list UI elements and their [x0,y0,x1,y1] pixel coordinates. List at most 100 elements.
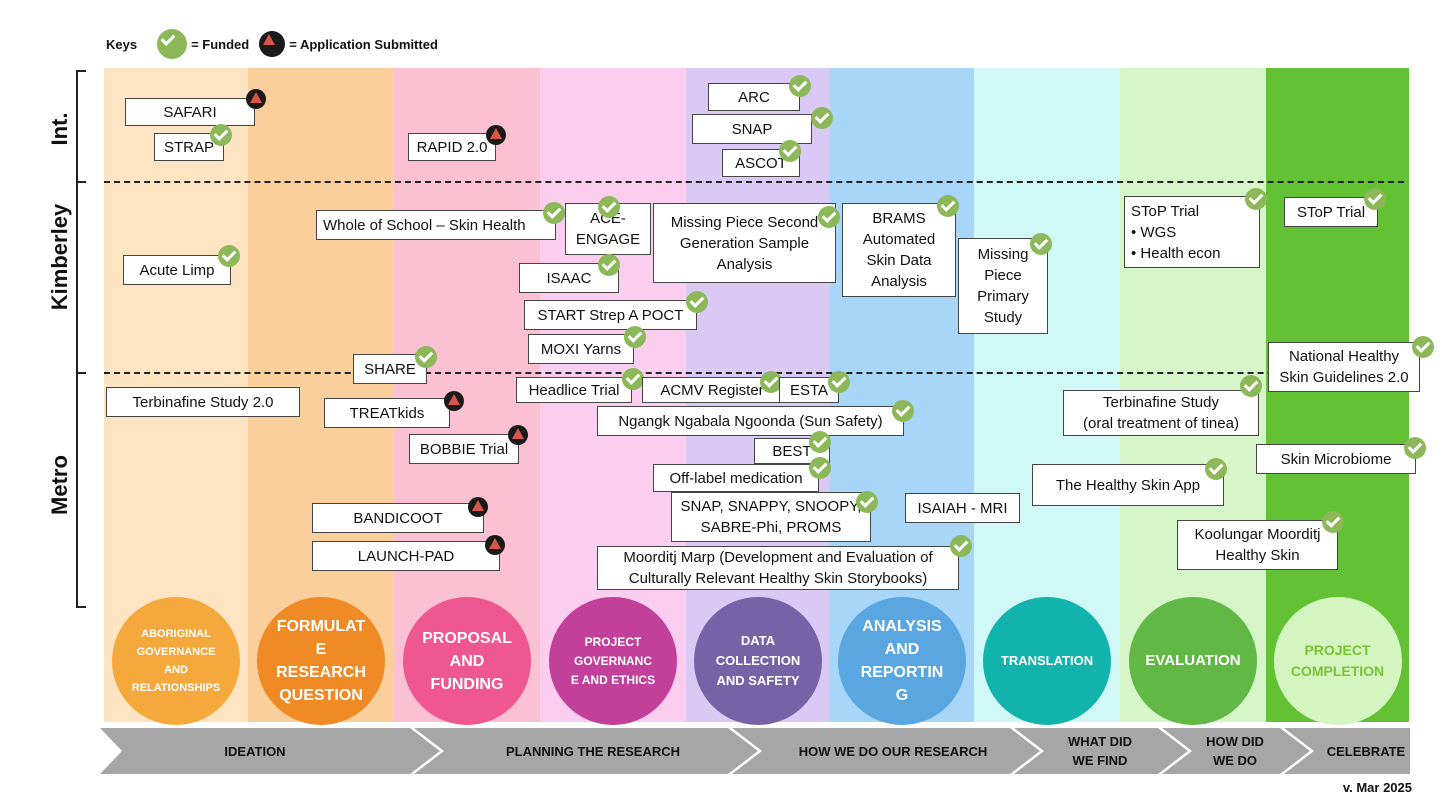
funded-check-icon [892,400,914,422]
funded-check-icon [760,371,782,393]
funded-check-icon [598,196,620,218]
project-box-terbinafine-study-2-0: Terbinafine Study 2.0 [106,387,300,417]
project-box-off-label-medication: Off-label medication [653,464,819,492]
version-label: v. Mar 2025 [1342,780,1412,795]
legend-title: Keys [106,36,138,52]
submitted-triangle-icon [486,125,506,145]
project-box-share: SHARE [353,354,427,384]
bracket-tick [76,372,86,374]
funded-check-icon [809,431,831,453]
phase-circle-translation: TRANSLATION [983,597,1111,725]
stage-arrow-ideation [100,728,440,774]
funded-check-icon [856,491,878,513]
funded-check-icon [1030,233,1052,255]
submitted-triangle-icon [468,497,488,517]
stage-arrow-how-did-we-do [1162,728,1310,774]
row-label-kimberley: Kimberley [47,203,72,311]
stage-how-did-we-do: HOW DID WE DO [1206,734,1264,768]
project-box-national-healthy-skin-guidelines-2-0: National Healthy Skin Guidelines 2.0 [1268,342,1420,392]
project-box-skin-microbiome: Skin Microbiome [1256,444,1416,474]
project-box-moorditj-marp-development-and-evaluation-of-culturally-relevant-healthy-skin-storybooks: Moorditj Marp (Development and Evaluatio… [597,546,959,590]
bracket-tick [76,70,86,72]
funded-check-icon [1412,336,1434,358]
project-box-headlice-trial: Headlice Trial [516,377,632,403]
submitted-triangle-icon [508,425,528,445]
stage-ideation: IDEATION [224,743,286,759]
project-box-bandicoot: BANDICOOT [312,503,484,533]
bracket-tick [76,606,86,608]
project-box-the-healthy-skin-app: The Healthy Skin App [1032,464,1224,506]
submitted-triangle-icon [259,31,286,57]
project-box-bobbie-trial: BOBBIE Trial [409,434,519,464]
project-box-treatkids: TREATkids [324,398,450,428]
legend-submitted-label: = Application Submitted [289,36,438,52]
project-box-ascot: ASCOT [722,149,800,177]
stage-arrow-how-we-do [732,728,1040,774]
project-box-whole-of-school-skin-health: Whole of School – Skin Health [316,210,556,240]
row-label-metro: Metro [47,455,72,515]
project-box-isaiah-mri: ISAIAH - MRI [905,493,1020,523]
project-box-isaac: ISAAC [519,263,619,293]
phase-circle-data-collection-and-safety: DATA COLLECTION AND SAFETY [694,597,822,725]
phase-circle-formulat-e-research-question: FORMULAT E RESEARCH QUESTION [257,597,385,725]
project-box-snap-snappy-snoopy-sabre-phi-proms: SNAP, SNAPPY, SNOOPY, SABRE-Phi, PROMS [671,492,871,542]
funded-check-icon [779,140,801,162]
project-box-strap: STRAP [154,133,224,161]
project-box-stop-trial-wgs-health-econ: SToP Trial • WGS • Health econ [1124,196,1260,268]
project-box-acute-limp: Acute Limp [123,255,231,285]
stage-arrow-what-did-we-find [1014,728,1188,774]
row-divider-kimberley-metro [104,372,1404,374]
submitted-triangle-icon [485,535,505,555]
project-box-terbinafine-study-oral-treatment-of-tinea: Terbinafine Study (oral treatment of tin… [1063,390,1259,436]
bracket-tick [76,181,86,183]
funded-check-icon [1404,437,1426,459]
funded-check-icon [789,75,811,97]
funded-check-icon [622,368,644,390]
row-divider-int-kimberley [104,181,1404,183]
funded-check-icon [809,457,831,479]
funded-check-icon [157,29,188,59]
funded-check-icon [1245,188,1267,210]
funded-check-icon [624,326,646,348]
stage-what-did-we-find: WHAT DID WE FIND [1067,734,1133,768]
project-box-ngangk-ngabala-ngoonda-sun-safety: Ngangk Ngabala Ngoonda (Sun Safety) [597,406,904,436]
phase-circle-aboriginal-governance-and-relationships: ABORIGINAL GOVERNANCE AND RELATIONSHIPS [112,597,240,725]
funded-check-icon [811,107,833,129]
funded-check-icon [1240,375,1262,397]
funded-check-icon [828,371,850,393]
stage-arrow-bar [100,728,1410,774]
funded-check-icon [210,124,232,146]
funded-check-icon [950,535,972,557]
stage-how-we-do: HOW WE DO OUR RESEARCH [798,743,988,759]
funded-check-icon [686,291,708,313]
stage-arrow-celebrate [1284,728,1410,774]
funded-check-icon [543,202,565,224]
project-box-moxi-yarns: MOXI Yarns [528,334,634,364]
project-box-rapid-2-0: RAPID 2.0 [408,133,496,161]
row-label-int: Int. [47,112,72,146]
project-box-stop-trial: SToP Trial [1284,197,1378,227]
project-box-snap: SNAP [692,114,812,144]
project-box-arc: ARC [708,83,800,111]
phase-circle-proposal-and-funding: PROPOSAL AND FUNDING [403,597,531,725]
project-box-start-strep-a-poct: START Strep A POCT [524,300,697,330]
legend-funded-label: = Funded [191,36,250,52]
row-bracket [76,70,78,608]
stage-planning: PLANNING THE RESEARCH [505,743,681,759]
funded-check-icon [818,206,840,228]
funded-check-icon [937,195,959,217]
funded-check-icon [1364,188,1386,210]
project-box-acmv-register: ACMV Register [642,377,782,403]
project-box-missing-piece-primary-study: Missing Piece Primary Study [958,238,1048,334]
project-box-missing-piece-second-generation-sample-analysis: Missing Piece Second Generation Sample A… [653,203,836,283]
legend: Keys = Funded = Application Submitted [106,29,438,59]
project-box-brams-automated-skin-data-analysis: BRAMS Automated Skin Data Analysis [842,203,956,297]
project-box-koolungar-moorditj-healthy-skin: Koolungar Moorditj Healthy Skin [1177,520,1338,570]
funded-check-icon [415,346,437,368]
stage-celebrate: CELEBRATE [1326,743,1406,759]
phase-circle-project-governanc-e-and-ethics: PROJECT GOVERNANC E AND ETHICS [549,597,677,725]
funded-check-icon [1322,511,1344,533]
submitted-triangle-icon [246,89,266,109]
submitted-triangle-icon [444,391,464,411]
funded-check-icon [218,245,240,267]
